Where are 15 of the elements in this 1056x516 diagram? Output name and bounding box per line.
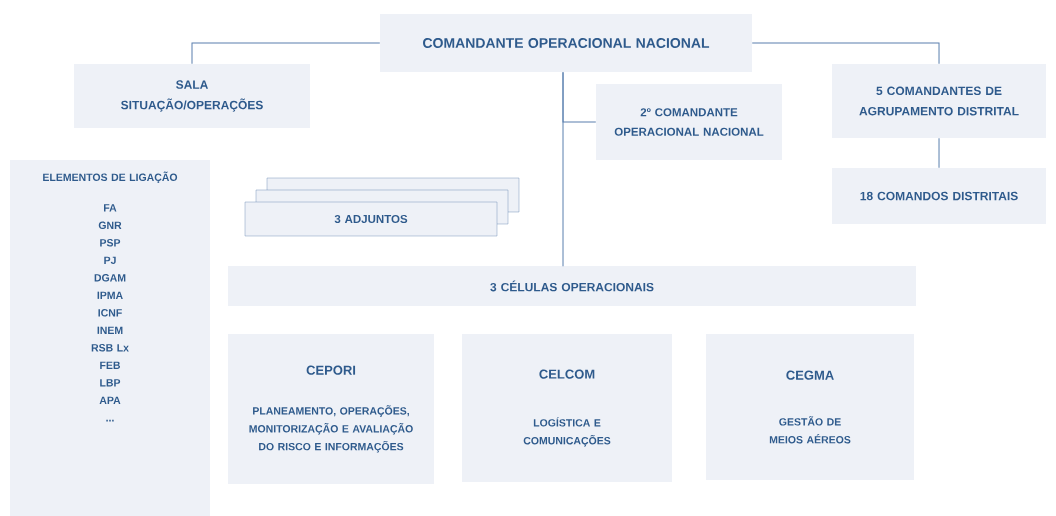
process-box: 5 COMANDANTES DE AGRUPAMENTO DISTRITAL [832, 64, 1046, 138]
cell-box: CEPORI PLANEAMENTO, OPERAÇÕES, MONITORIZAÇÃO E AVALIAÇÃO DO RISCO E INFORMAÇÕES [228, 334, 434, 484]
connector-line [938, 137, 940, 169]
cell-box: CEGMA GESTÃO DE MEIOS AÉREOS [706, 334, 914, 480]
cell-box: CELCOM LOGÍSTICA E COMUNICAÇÕES [462, 334, 672, 482]
connector-line [751, 42, 940, 65]
process-box: SALA SITUAÇÃO/OPERAÇÕES [74, 64, 310, 128]
process-box: 3 CÉLULAS OPERACIONAIS [228, 266, 916, 306]
list-box: ELEMENTOS DE LIGAÇÃO FA GNR PSP PJ DGAM IPMA ICNF INEM RSB Lx FEB LBP APA ... [10, 160, 210, 516]
connector-line [562, 71, 564, 267]
command-box: COMANDANTE OPERACIONAL NACIONAL [380, 14, 752, 72]
connector-line [191, 42, 381, 65]
stacked-box: 3 ADJUNTOS [244, 177, 520, 237]
process-box: 2º COMANDANTE OPERACIONAL NACIONAL [596, 84, 782, 160]
process-box: 18 COMANDOS DISTRITAIS [832, 168, 1046, 224]
